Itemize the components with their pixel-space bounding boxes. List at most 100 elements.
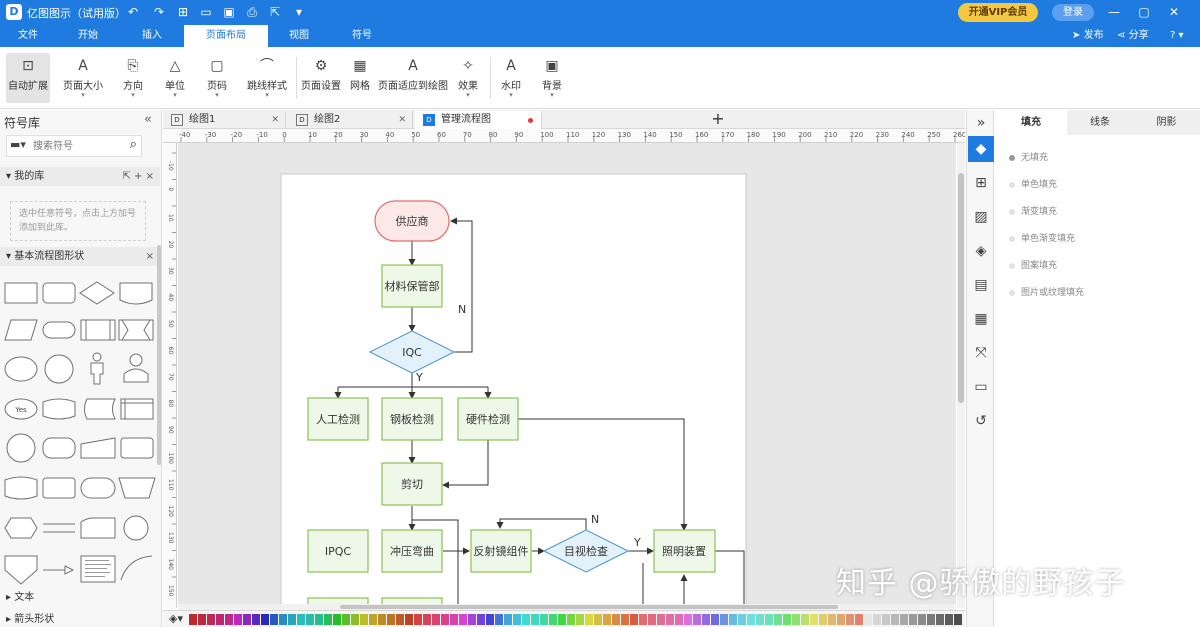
shape-yes-ellipse[interactable] bbox=[4, 398, 38, 420]
node-steel-check[interactable] bbox=[381, 397, 443, 441]
color-swatch[interactable] bbox=[720, 614, 728, 625]
color-swatch[interactable] bbox=[216, 614, 224, 625]
color-swatch[interactable] bbox=[459, 614, 467, 625]
color-swatch[interactable] bbox=[864, 614, 872, 625]
arrow-section-header[interactable]: ▸ 箭头形状 bbox=[0, 610, 160, 627]
add-tab-icon[interactable]: + bbox=[711, 109, 725, 128]
canvas-vertical-scrollbar[interactable] bbox=[957, 143, 965, 608]
color-swatch[interactable] bbox=[873, 614, 881, 625]
color-swatch[interactable] bbox=[468, 614, 476, 625]
option-gradient-fill[interactable]: 渐变填充 bbox=[1009, 204, 1057, 217]
color-swatch[interactable] bbox=[612, 614, 620, 625]
color-swatch[interactable] bbox=[783, 614, 791, 625]
node-hardware-check[interactable] bbox=[457, 397, 519, 441]
vip-button[interactable]: 开通VIP会员 bbox=[958, 3, 1038, 22]
color-swatch[interactable] bbox=[387, 614, 395, 625]
color-swatch[interactable] bbox=[774, 614, 782, 625]
layout-grid-icon[interactable]: ⊞ bbox=[975, 175, 987, 191]
color-swatch[interactable] bbox=[936, 614, 944, 625]
color-swatch[interactable] bbox=[801, 614, 809, 625]
auto-expand-button[interactable]: ⊡ 自动扩展 bbox=[6, 53, 50, 103]
color-swatch[interactable] bbox=[495, 614, 503, 625]
shape-data[interactable] bbox=[4, 319, 38, 341]
node-iqc-decision[interactable] bbox=[368, 330, 456, 374]
shape-terminator[interactable] bbox=[42, 321, 76, 339]
shape-rounded-box[interactable] bbox=[42, 437, 76, 459]
color-swatch[interactable] bbox=[360, 614, 368, 625]
menu-tab-file[interactable]: 文件 bbox=[18, 30, 38, 41]
expand-panel-icon[interactable]: » bbox=[976, 115, 986, 131]
color-swatch[interactable] bbox=[306, 614, 314, 625]
presentation-icon[interactable]: ▭ bbox=[974, 379, 988, 395]
color-swatch[interactable] bbox=[702, 614, 710, 625]
color-swatch[interactable] bbox=[738, 614, 746, 625]
color-swatch[interactable] bbox=[342, 614, 350, 625]
color-swatch[interactable] bbox=[522, 614, 530, 625]
shape-manual-input[interactable] bbox=[80, 437, 116, 459]
shape-rounded-process[interactable] bbox=[42, 282, 76, 304]
minimize-icon[interactable]: — bbox=[1108, 5, 1120, 19]
scrollbar-thumb[interactable] bbox=[340, 605, 838, 609]
color-swatch[interactable] bbox=[756, 614, 764, 625]
share-button[interactable]: ⋖ 分享 bbox=[1117, 30, 1149, 41]
unit-button[interactable]: △ 单位 ▾ bbox=[158, 53, 192, 103]
color-swatch[interactable] bbox=[711, 614, 719, 625]
color-swatch[interactable] bbox=[450, 614, 458, 625]
node-material-storage[interactable] bbox=[381, 264, 443, 308]
shape-arc[interactable] bbox=[120, 555, 153, 581]
search-icon[interactable]: ⌕ bbox=[129, 137, 137, 152]
color-swatch[interactable] bbox=[945, 614, 953, 625]
node-partial-1[interactable] bbox=[307, 597, 369, 605]
open-folder-icon[interactable]: ▭ bbox=[200, 5, 212, 19]
shape-delay[interactable] bbox=[84, 398, 116, 420]
menu-tab-home[interactable]: 开始 bbox=[78, 30, 98, 41]
color-swatch[interactable] bbox=[189, 614, 197, 625]
shape-tape[interactable] bbox=[4, 476, 38, 500]
color-swatch[interactable] bbox=[594, 614, 602, 625]
new-file-icon[interactable]: ⊞ bbox=[177, 5, 189, 19]
color-swatch[interactable] bbox=[315, 614, 323, 625]
shape-decision[interactable] bbox=[79, 281, 115, 305]
color-swatch[interactable] bbox=[693, 614, 701, 625]
shape-preparation[interactable] bbox=[4, 517, 38, 539]
fill-bucket-icon[interactable]: ◈▾ bbox=[169, 612, 183, 625]
color-swatch[interactable] bbox=[621, 614, 629, 625]
color-swatch[interactable] bbox=[900, 614, 908, 625]
color-swatch[interactable] bbox=[405, 614, 413, 625]
color-swatch[interactable] bbox=[504, 614, 512, 625]
scrollbar-thumb[interactable] bbox=[958, 173, 964, 403]
background-button[interactable]: ▣ 背景 ▾ bbox=[536, 53, 568, 103]
color-swatch[interactable] bbox=[261, 614, 269, 625]
watermark-button[interactable]: A 水印 ▾ bbox=[496, 53, 526, 103]
color-swatch[interactable] bbox=[603, 614, 611, 625]
my-library-header[interactable]: ▾ 我的库 ⇱ + × bbox=[0, 167, 160, 186]
tab-shadow[interactable]: 阴影 bbox=[1156, 117, 1177, 128]
shape-ellipse[interactable] bbox=[4, 356, 38, 382]
doc-tab-drawing1[interactable]: D 绘图1 ✕ bbox=[163, 111, 286, 129]
publish-button[interactable]: ➤ 发布 bbox=[1072, 30, 1104, 41]
basic-shapes-header[interactable]: ▾ 基本流程图形状 × bbox=[0, 247, 160, 266]
page-setup-button[interactable]: ⚙ 页面设置 bbox=[301, 58, 341, 92]
close-tab-icon[interactable]: ✕ bbox=[271, 115, 279, 125]
color-swatch[interactable] bbox=[369, 614, 377, 625]
color-swatch[interactable] bbox=[828, 614, 836, 625]
color-swatch[interactable] bbox=[684, 614, 692, 625]
color-swatch[interactable] bbox=[792, 614, 800, 625]
color-swatch[interactable] bbox=[414, 614, 422, 625]
library-menu-icon[interactable]: ▬▾ bbox=[10, 138, 26, 151]
shape-internal-storage[interactable] bbox=[120, 398, 154, 420]
grid-button[interactable]: ▦ 网格 bbox=[350, 58, 370, 92]
node-reflector-assembly[interactable] bbox=[470, 529, 532, 573]
option-solid-fill[interactable]: 单色填充 bbox=[1009, 177, 1057, 190]
color-swatch[interactable] bbox=[675, 614, 683, 625]
login-button[interactable]: 登录 bbox=[1052, 4, 1094, 21]
help-button[interactable]: ? ▾ bbox=[1170, 30, 1184, 41]
shape-manual-operation[interactable] bbox=[118, 477, 156, 499]
color-swatch[interactable] bbox=[288, 614, 296, 625]
color-swatch[interactable] bbox=[423, 614, 431, 625]
menu-tab-page-layout[interactable]: 页面布局 bbox=[184, 25, 268, 47]
color-swatch[interactable] bbox=[630, 614, 638, 625]
node-ipqc[interactable] bbox=[307, 529, 369, 573]
color-swatch[interactable] bbox=[819, 614, 827, 625]
menu-tab-view[interactable]: 视图 bbox=[289, 30, 309, 41]
